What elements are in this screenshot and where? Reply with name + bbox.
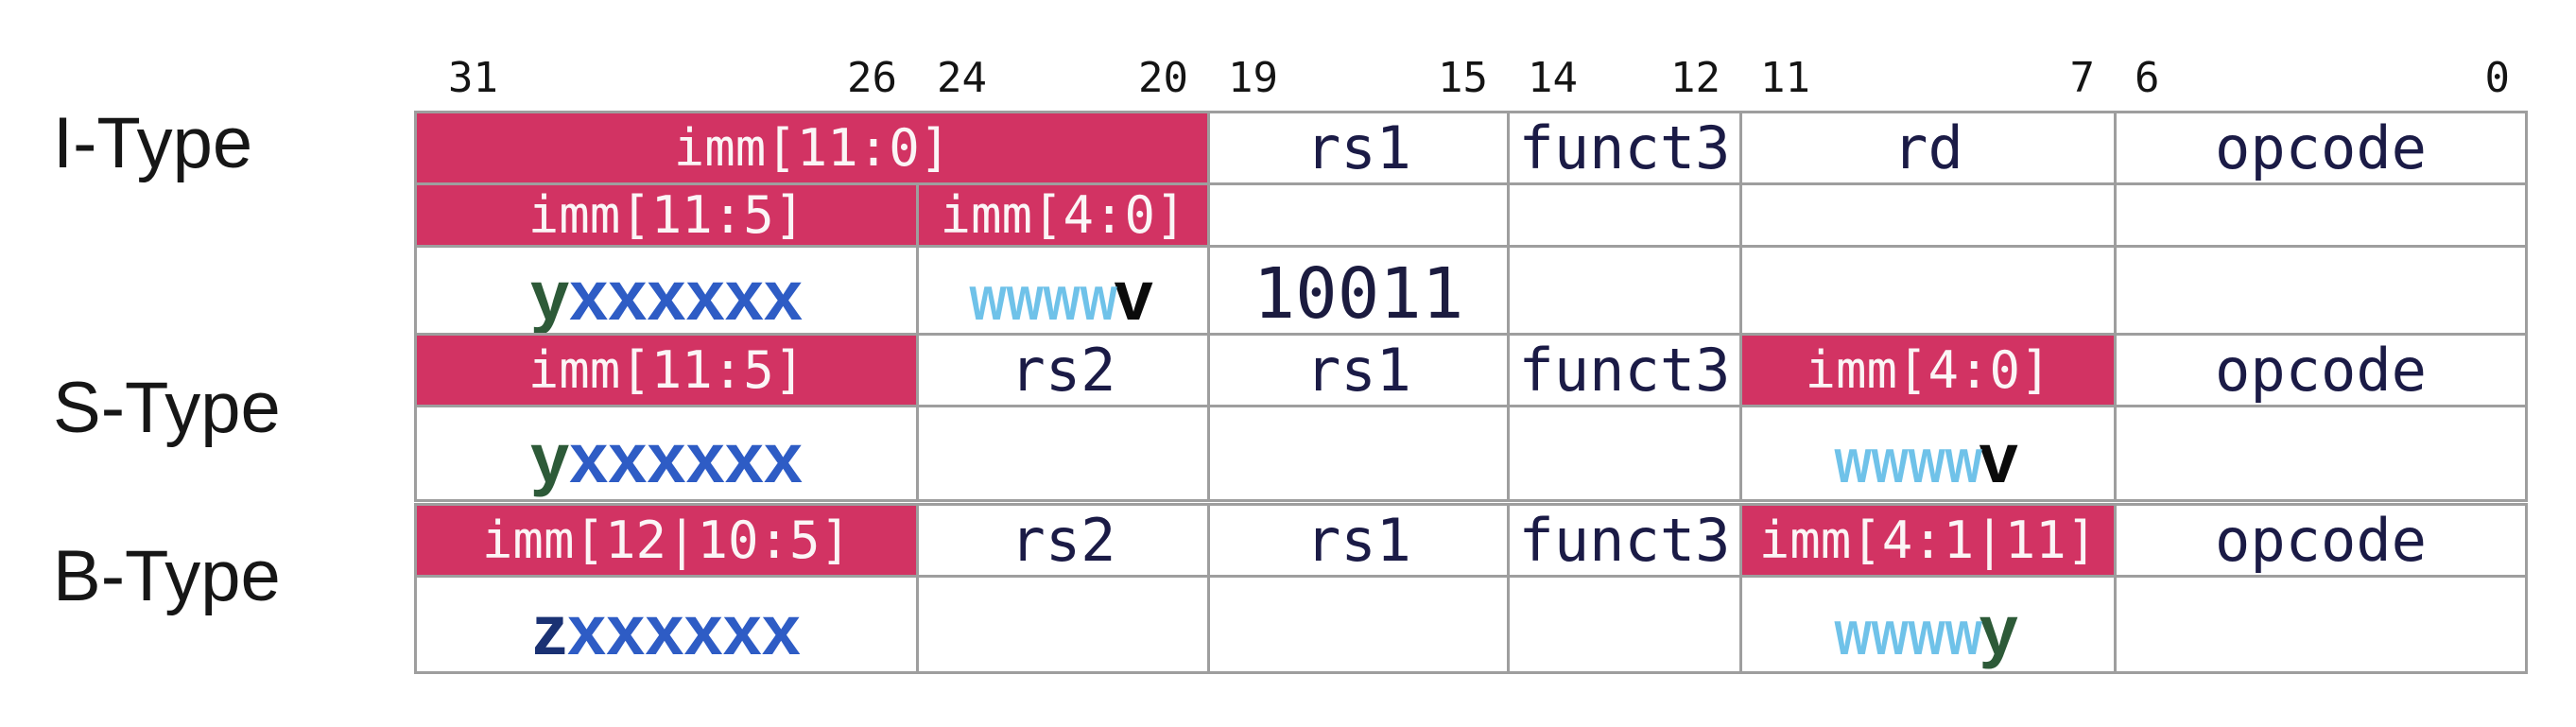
bit-number: 26 [847,54,897,102]
itype-bits-row: yxxxxxx wwwwv 10011 [414,245,2528,339]
bit-number: 7 [2069,54,2096,102]
stype-opcode-field: opcode [2114,333,2528,407]
imm-lsb-bit: y [1979,590,2018,669]
imm-w-bits: wwww [969,262,1117,333]
bit-ruler-col-14-12: 14 12 [1507,54,1739,108]
bit-ruler-col-6-0: 6 0 [2114,54,2525,108]
btype-rs1-field: rs1 [1207,503,1510,578]
itype-label: I-Type [53,103,253,183]
itype-rs1-field: rs1 [1207,111,1510,185]
stype-bits-row: yxxxxxx wwwwv [414,405,2528,502]
empty-cell [2114,245,2528,339]
imm-lsb-bit: v [1979,418,2018,497]
empty-cell [1507,575,1742,674]
bit-ruler-col-24-20: 24 20 [916,54,1207,108]
itype-fields-row: imm[11:0] rs1 funct3 rd opcode [414,111,2528,185]
bit-number: 6 [2135,54,2160,102]
btype-table: imm[12|10:5] rs2 rs1 funct3 imm[4:1|11] … [414,503,2528,674]
stype-table: imm[11:5] rs2 rs1 funct3 imm[4:0] opcode… [414,333,2528,502]
btype-fields-row: imm[12|10:5] rs2 rs1 funct3 imm[4:1|11] … [414,503,2528,578]
imm-lsb-bit: v [1114,255,1153,335]
sign-bit: y [529,255,570,335]
stype-label: S-Type [53,368,281,448]
bit-number: 19 [1228,54,1278,102]
empty-cell [1207,182,1510,248]
btype-imm-lo-field: imm[4:1|11] [1739,503,2117,578]
btype-imm-lo-bits: wwwwy [1739,575,2117,674]
itype-imm-hi-bits: yxxxxxx [414,245,919,339]
btype-rs2-field: rs2 [916,503,1210,578]
stype-imm-lo-bits: wwwwv [1739,405,2117,502]
stype-fields-row: imm[11:5] rs2 rs1 funct3 imm[4:0] opcode [414,333,2528,407]
itype-imm-field: imm[11:0] [414,111,1210,185]
bit-number: 12 [1670,54,1720,102]
btype-label: B-Type [53,536,281,616]
empty-cell [916,405,1210,502]
empty-cell [1207,405,1510,502]
empty-cell [1739,245,2117,339]
sign-bit: y [529,418,570,497]
btype-opcode-field: opcode [2114,503,2528,578]
empty-cell [2114,182,2528,248]
itype-rs1-binary: 10011 [1207,245,1510,339]
empty-cell [1507,405,1742,502]
stype-imm-hi-field: imm[11:5] [414,333,919,407]
stype-imm-hi-bits: yxxxxxx [414,405,919,502]
itype-imm-lo-field: imm[4:0] [916,182,1210,248]
imm-x-bits: xxxxxx [569,418,804,497]
bit-ruler: 31 26 24 20 19 15 14 12 11 7 6 0 [414,51,2525,108]
itype-table: imm[11:0] rs1 funct3 rd opcode imm[11:5]… [414,111,2528,339]
sign-bit: z [532,590,568,669]
bit-number: 20 [1138,54,1188,102]
bit-number: 14 [1528,54,1578,102]
bit-number: 11 [1760,54,1810,102]
imm-w-bits: wwww [1834,424,1982,495]
imm-x-bits: xxxxxx [567,590,801,669]
bit-number: 15 [1438,54,1488,102]
imm-x-bits: xxxxxx [569,255,804,335]
bit-ruler-col-11-7: 11 7 [1739,54,2114,108]
bit-number: 0 [2484,54,2511,102]
btype-imm-hi-field: imm[12|10:5] [414,503,919,578]
itype-funct3-field: funct3 [1507,111,1742,185]
stype-funct3-field: funct3 [1507,333,1742,407]
empty-cell [1739,182,2117,248]
itype-opcode-field: opcode [2114,111,2528,185]
stype-rs1-field: rs1 [1207,333,1510,407]
empty-cell [2114,405,2528,502]
stype-rs2-field: rs2 [916,333,1210,407]
bit-ruler-col-19-15: 19 15 [1207,54,1507,108]
empty-cell [2114,575,2528,674]
empty-cell [1507,245,1742,339]
bit-number: 24 [937,54,987,102]
btype-funct3-field: funct3 [1507,503,1742,578]
btype-bits-row: zxxxxxx wwwwy [414,575,2528,674]
stype-imm-lo-field: imm[4:0] [1739,333,2117,407]
empty-cell [1207,575,1510,674]
itype-imm-lo-bits: wwwwv [916,245,1210,339]
itype-imm-hi-field: imm[11:5] [414,182,919,248]
bit-number: 31 [448,54,498,102]
empty-cell [1507,182,1742,248]
empty-cell [916,575,1210,674]
btype-imm-hi-bits: zxxxxxx [414,575,919,674]
bit-ruler-col-31-26: 31 26 [414,54,916,108]
itype-imm-split-row: imm[11:5] imm[4:0] [414,182,2528,248]
itype-rd-field: rd [1739,111,2117,185]
imm-w-bits: wwww [1834,597,1982,667]
